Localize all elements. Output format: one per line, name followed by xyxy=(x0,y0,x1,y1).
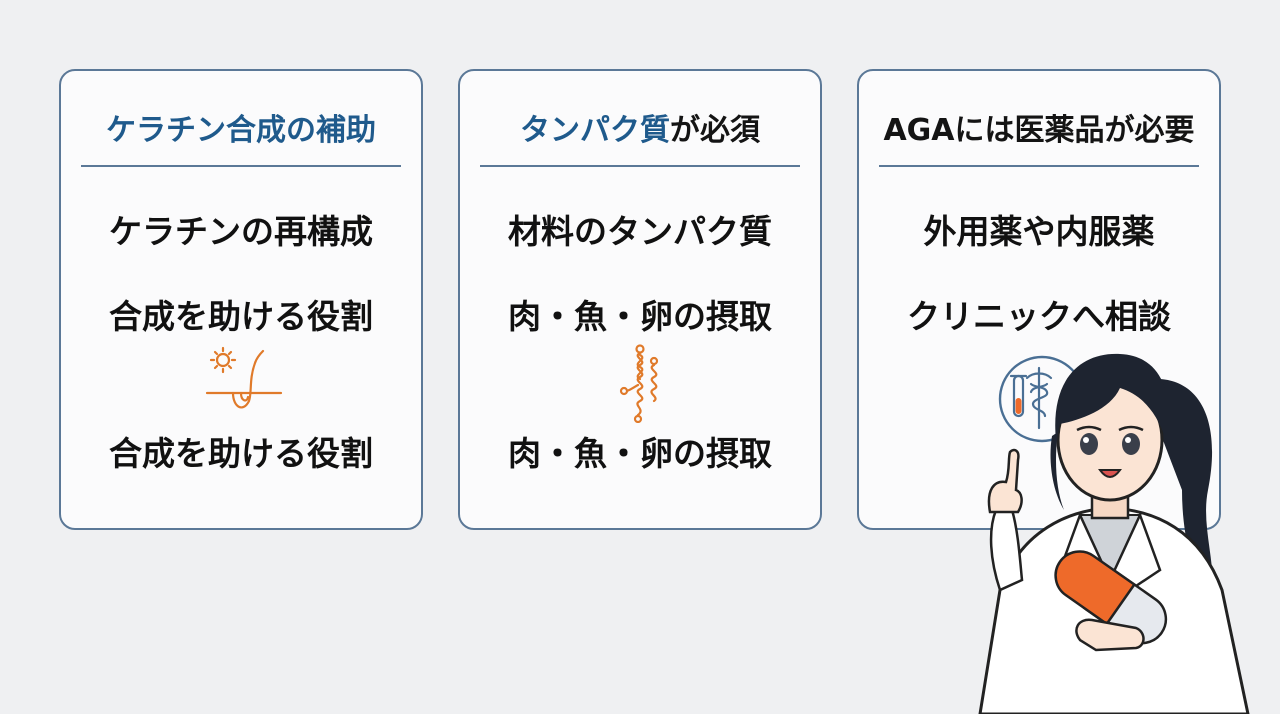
card-title-accent: タンパク質 xyxy=(520,113,670,148)
pointing-hand xyxy=(987,448,1023,514)
card-title-rest: が必須 xyxy=(670,113,760,148)
raised-arm xyxy=(989,508,1024,592)
card-line: クリニックへ相談 xyxy=(907,297,1171,336)
divider xyxy=(480,165,800,167)
card-line: 合成を助ける役割 xyxy=(109,297,373,336)
card-line: 肉・魚・卵の摂取 xyxy=(508,434,772,473)
card-title: AGAには医薬品が必要 xyxy=(883,113,1195,148)
card-title: タンパク質が必須 xyxy=(460,105,820,149)
divider xyxy=(879,165,1199,167)
protein-helix-icon xyxy=(619,344,659,423)
holding-hand xyxy=(1075,618,1145,652)
divider xyxy=(81,165,401,167)
card-line: 合成を助ける役割 xyxy=(109,434,373,473)
aga-card: AGAには医薬品が必要 外用薬や内服薬 クリニックへ相談 xyxy=(857,69,1221,530)
hair xyxy=(1055,353,1169,440)
capsule-icon xyxy=(1054,550,1168,645)
protein-card: タンパク質が必須 材料のタンパク質 肉・魚・卵の摂取 肉・魚・卵の摂取 xyxy=(458,69,822,530)
card-line: ケラチンの再構成 xyxy=(109,212,373,251)
card-line: 外用薬や内服薬 xyxy=(923,212,1155,251)
keratin-card: ケラチン合成の補助 ケラチンの再構成 合成を助ける役割 合成を助ける役割 xyxy=(59,69,423,530)
doctor-illustration xyxy=(978,353,1250,714)
card-line: 肉・魚・卵の摂取 xyxy=(508,297,772,336)
card-title: ケラチン合成の補助 xyxy=(106,113,376,148)
hair-follicle-icon xyxy=(205,346,283,409)
card-line: 材料のタンパク質 xyxy=(508,212,772,251)
